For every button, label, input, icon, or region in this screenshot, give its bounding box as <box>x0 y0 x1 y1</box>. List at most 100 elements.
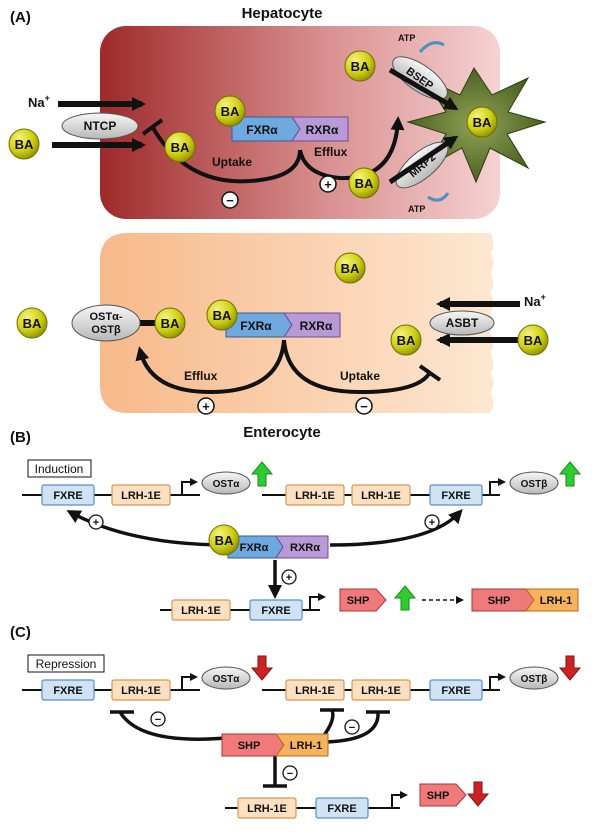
up-arrow-ost-alpha <box>250 461 274 487</box>
minus-sign-hep: − <box>226 193 234 208</box>
shp-gene-c <box>419 783 467 807</box>
rxr-label-b: RXRα <box>290 542 320 554</box>
ba-near-mrp2-label: BA <box>355 176 374 191</box>
hepatocyte-title: Hepatocyte <box>242 5 323 22</box>
lrh1-label-b-complex: LRH-1 <box>540 595 572 607</box>
promoter-arrow-ost-alpha-b <box>181 478 198 495</box>
ba-before-ost: BA <box>154 307 186 339</box>
panel-c-label: (C) <box>10 624 31 641</box>
rxr-label-ent: RXRα <box>300 319 333 333</box>
ba-after-asbt-label: BA <box>397 333 416 348</box>
up-arrow-shp <box>393 585 417 611</box>
ost-label-line1: OSTα- <box>89 311 122 323</box>
repression-box <box>27 654 105 673</box>
ba-outside-ost-label: BA <box>23 316 42 331</box>
na-ion-label-ent: Na+ <box>524 292 546 309</box>
lrh1e-element-b3-label: LRH-1E <box>361 490 401 502</box>
ba-on-fxr-hep-label: BA <box>221 104 240 119</box>
minus-sign-c3: − <box>287 768 293 780</box>
fxr-label-b: FXRα <box>240 542 269 554</box>
atp-label-bsep: ATP <box>398 33 415 43</box>
shp-label-b: SHP <box>347 595 370 607</box>
ntcp-transporter <box>61 112 139 140</box>
fxre-element-c1: FXRE <box>41 679 95 701</box>
rxr-box-hep <box>291 116 349 142</box>
shp-label-b-complex: SHP <box>488 595 511 607</box>
promoter-arrow-shp-c <box>391 791 408 808</box>
down-arrow-shp <box>466 781 490 807</box>
inhibition-sign-ent <box>355 397 373 415</box>
repression-curve-ost-alpha <box>118 711 227 741</box>
lrh1e-element-c4-label: LRH-1E <box>247 803 287 815</box>
uptake-inhibition-bar-ent <box>418 364 442 382</box>
atp-label-mrp2: ATP <box>408 204 425 214</box>
mrp2-efflux-arrow <box>388 135 459 185</box>
promoter-arrow-ost-beta-b <box>489 478 506 495</box>
induction-arrow-ost-beta <box>329 509 463 547</box>
ost-alpha-label-b: OSTα <box>213 479 241 490</box>
lrh1e-element-b4: LRH-1E <box>171 599 231 621</box>
repression-curve-ost-beta-2 <box>325 711 380 744</box>
fxre-element-b2-label: FXRE <box>441 490 470 502</box>
plus-sign-ent: + <box>202 399 210 414</box>
atp-hydrolysis-arrow-bsep <box>418 41 445 54</box>
ba-in-canaliculus-label: BA <box>473 115 492 130</box>
fxre-element-b3: FXRE <box>249 599 303 621</box>
ba-on-fxr-hep: BA <box>214 95 246 127</box>
ba-in-canaliculus: BA <box>466 106 498 138</box>
uptake-label-hep: Uptake <box>212 155 252 169</box>
efflux-activation-curve <box>298 116 405 181</box>
induction-arrow-ost-alpha <box>66 510 229 547</box>
plus-sign-b1: + <box>93 517 99 529</box>
panel-b-label: (B) <box>10 429 31 446</box>
activation-sign-ent <box>197 397 215 415</box>
lrh1e-element-c3: LRH-1E <box>351 679 411 701</box>
ba-outside-ost: BA <box>16 307 48 339</box>
bsep-efflux-arrow <box>388 67 459 111</box>
activation-sign-hep <box>319 175 337 193</box>
atp-hydrolysis-arrow-mrp2 <box>427 192 450 202</box>
lrh1e-element-b3: LRH-1E <box>351 484 411 506</box>
lrh1e-element-b4-label: LRH-1E <box>181 605 221 617</box>
uptake-label-ent: Uptake <box>340 369 380 383</box>
shp-label-c-gene: SHP <box>427 790 450 802</box>
uptake-inhibition-curve-ent <box>282 339 432 395</box>
plus-sign-hep: + <box>324 177 332 192</box>
ba-after-asbt: BA <box>390 324 422 356</box>
na-ion-label: Na+ <box>28 93 50 110</box>
efflux-activation-curve-ent <box>135 339 286 395</box>
shp-label-c: SHP <box>238 740 261 752</box>
ba-on-fxr-ent: BA <box>206 299 238 331</box>
lrh1-box-c <box>275 733 329 757</box>
down-arrow-ost-beta <box>558 655 582 681</box>
rxr-label-hep: RXRα <box>306 123 339 137</box>
ba-outside-asbt: BA <box>517 324 549 356</box>
ntcp-label: NTCP <box>84 119 117 133</box>
lrh1e-element-b2-label: LRH-1E <box>295 490 335 502</box>
promoter-arrow-shp-b <box>309 593 326 610</box>
lrh1e-element-b1-label: LRH-1E <box>121 490 161 502</box>
fxre-element-c2: FXRE <box>429 679 483 701</box>
inhibition-sign-c3 <box>282 765 298 781</box>
fxre-element-b3-label: FXRE <box>261 605 290 617</box>
ba-free-ent-label: BA <box>341 261 360 276</box>
fxr-label-ent: FXRα <box>240 319 272 333</box>
fxre-element-c1-label: FXRE <box>53 685 82 697</box>
ba-on-fxr-b: BA <box>208 524 240 556</box>
activation-sign-b1 <box>88 514 104 530</box>
ost-beta-gene-c <box>509 666 559 690</box>
lrh1e-element-b1: LRH-1E <box>111 484 171 506</box>
induction-box <box>27 459 92 478</box>
ba-near-bsep: BA <box>344 50 376 82</box>
induction-label: Induction <box>35 462 84 476</box>
lrh1-label-c: LRH-1 <box>290 740 322 752</box>
promoter-arrow-ost-beta-c <box>489 673 506 690</box>
activation-sign-b2 <box>424 514 440 530</box>
panel-a-label: (A) <box>10 9 31 26</box>
ost-alpha-gene-c <box>201 666 251 690</box>
lrh1e-element-c2: LRH-1E <box>285 679 345 701</box>
ost-beta-gene-b <box>509 471 559 495</box>
lrh1e-element-b2: LRH-1E <box>285 484 345 506</box>
shp-gene-b <box>339 588 387 612</box>
